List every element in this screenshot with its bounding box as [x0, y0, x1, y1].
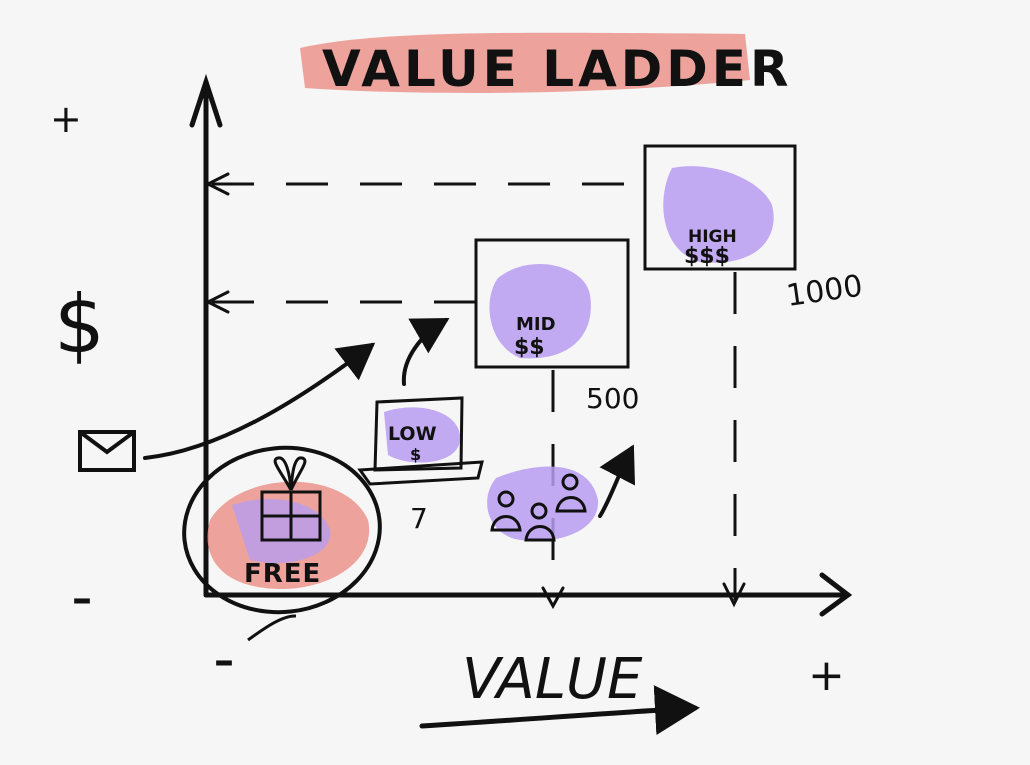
high-label: HIGH — [688, 227, 737, 247]
envelope-icon — [78, 430, 136, 472]
guide-arrowheads — [204, 172, 746, 610]
mid-price: $$ — [514, 335, 545, 360]
mid-number: 500 — [586, 382, 639, 415]
value-arrow — [419, 685, 700, 736]
low-label: LOW — [388, 423, 437, 445]
mid-highlight — [489, 264, 591, 359]
low-highlight — [384, 407, 461, 463]
high-price: $$$ — [684, 244, 730, 269]
y-axis-label: $ — [54, 278, 105, 371]
y-axis-plus: + — [50, 97, 82, 141]
high-number: 1000 — [784, 269, 864, 314]
x-axis-minus: – — [214, 638, 234, 684]
free-circle — [182, 445, 382, 615]
y-axis-minus: – — [72, 576, 92, 622]
low-number: 7 — [410, 502, 428, 535]
x-axis — [203, 572, 853, 617]
people-icon — [487, 466, 599, 542]
low-tier: LOW $ 7 — [357, 396, 484, 535]
free-label: FREE — [244, 559, 321, 589]
flow-arrows — [143, 317, 636, 518]
free-tier: FREE — [182, 445, 382, 642]
gift-icon — [260, 456, 322, 542]
low-price: $ — [410, 445, 421, 464]
page-title: VALUE LADDER — [322, 40, 792, 98]
x-axis-label: VALUE — [462, 647, 643, 712]
high-highlight — [663, 166, 774, 263]
x-axis-plus: + — [808, 650, 845, 701]
mid-label: MID — [516, 314, 556, 335]
high-tier: HIGH $$$ 1000 — [643, 144, 865, 314]
y-axis — [189, 73, 223, 598]
mid-tier: MID $$ 500 — [474, 238, 639, 415]
laptop-icon — [357, 396, 484, 486]
title-highlight — [300, 32, 750, 93]
